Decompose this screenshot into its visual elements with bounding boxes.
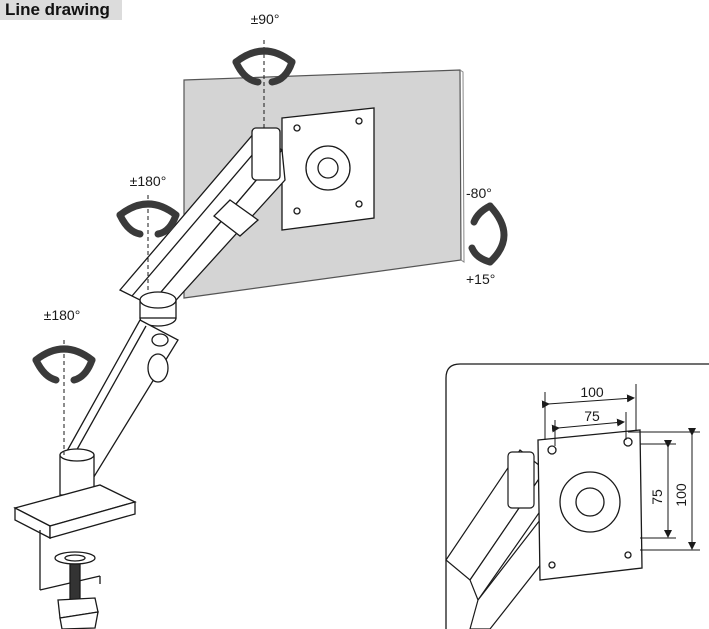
section-title: Line drawing: [0, 0, 122, 20]
monitor-swivel-label: ±90°: [251, 11, 280, 27]
desk-clamp: [13, 484, 137, 629]
monitor-swivel-arrow-icon: [232, 47, 296, 86]
vesa-outer-width-label: 100: [580, 384, 604, 400]
tilt-forward-label: +15°: [466, 271, 495, 287]
arm-swivel-label: ±180°: [130, 173, 167, 189]
vesa-inner-height-label: 75: [649, 489, 665, 505]
vesa-detail-inset: 100 75 75 100: [445, 363, 709, 629]
rotation-axes: [63, 40, 265, 455]
base-post: [59, 448, 95, 496]
upper-arm: [118, 127, 286, 322]
vesa-inner-width-label: 75: [584, 408, 600, 424]
tilt-back-label: -80°: [466, 185, 492, 201]
elbow-joint: [139, 291, 177, 327]
base-swivel-arrow-icon: [32, 345, 96, 384]
base-swivel-label: ±180°: [44, 307, 81, 323]
vesa-mount-plate: [281, 107, 375, 231]
tilt-arrow-icon: [468, 202, 508, 266]
vesa-outer-height-label: 100: [673, 483, 689, 507]
arm-swivel-arrow-icon: [116, 200, 180, 238]
